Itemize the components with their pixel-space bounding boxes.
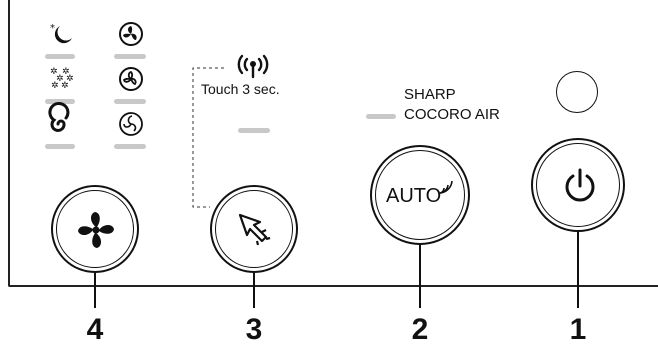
fan-medium-icon — [119, 67, 143, 91]
fan-high-icon — [119, 112, 143, 136]
swirl-icon — [48, 102, 73, 136]
brand-line1: SHARP — [404, 86, 456, 103]
wifi-caption: Touch 3 sec. — [201, 81, 280, 97]
control-panel — [8, 0, 658, 287]
swirl-mode-indicator — [45, 144, 75, 149]
pointer-arrow-icon — [238, 213, 271, 246]
svg-text:✲: ✲ — [61, 81, 69, 91]
wifi-setup-button[interactable] — [210, 185, 298, 273]
fan-low-icon — [119, 22, 143, 46]
callout-1: 1 — [569, 313, 587, 346]
callout-3: 3 — [245, 313, 263, 346]
sleep-moon-icon: * — [50, 22, 74, 46]
fan-low-indicator — [114, 54, 146, 59]
auto-button[interactable]: AUTO — [370, 145, 470, 245]
svg-text:✲: ✲ — [66, 74, 74, 84]
wifi-signal-icon — [235, 54, 271, 79]
power-icon — [565, 168, 595, 202]
power-button-ring — [536, 143, 620, 227]
pollen-mode-indicator — [45, 99, 75, 104]
sensor-lamp — [556, 71, 598, 113]
leader-3 — [253, 273, 255, 308]
auto-button-ring — [375, 150, 465, 240]
fan-icon — [78, 212, 114, 248]
pollen-icon: ✲✲ ✲✲ ✲✲ — [48, 66, 74, 91]
wifi-dashed-leader — [192, 67, 224, 208]
fan-button[interactable] — [51, 185, 139, 273]
fan-high-indicator — [114, 144, 146, 149]
fan-button-ring — [56, 190, 134, 268]
callout-2: 2 — [411, 313, 429, 346]
cocoro-air-indicator — [366, 114, 396, 119]
sleep-mode-indicator — [45, 54, 75, 59]
leader-2 — [419, 245, 421, 308]
svg-text:✲: ✲ — [56, 74, 64, 84]
leader-4 — [94, 273, 96, 308]
wifi-indicator — [238, 128, 270, 133]
fan-medium-indicator — [114, 99, 146, 104]
svg-text:✲: ✲ — [62, 67, 70, 77]
brand-line2: COCORO AIR — [404, 106, 500, 123]
callout-4: 4 — [86, 313, 104, 346]
wifi-setup-button-ring — [215, 190, 293, 268]
leader-1 — [577, 232, 579, 308]
svg-text:✲: ✲ — [50, 67, 58, 77]
svg-text:*: * — [50, 23, 55, 34]
power-button[interactable] — [531, 138, 625, 232]
auto-label: AUTO — [386, 185, 442, 207]
svg-text:✲: ✲ — [51, 81, 59, 91]
auto-waves-icon — [439, 180, 453, 194]
